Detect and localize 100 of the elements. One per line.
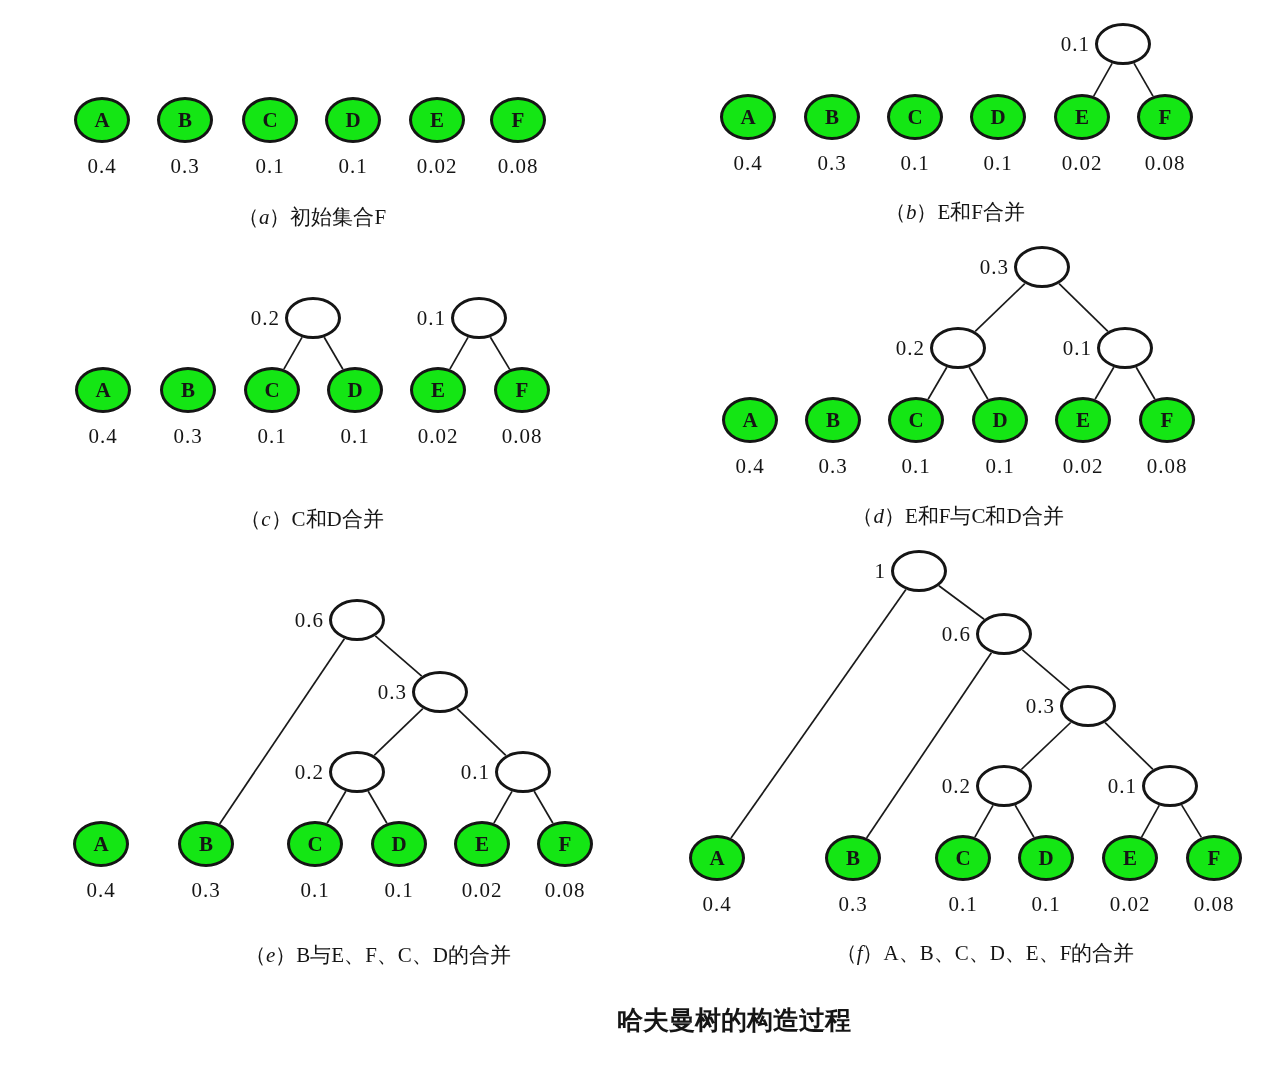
- leaf-node: A: [722, 397, 778, 443]
- empty-node: [1097, 327, 1153, 369]
- weight-label: 0.3: [173, 425, 203, 447]
- connector-line: [456, 707, 507, 757]
- leaf-node: B: [805, 397, 861, 443]
- weight-label: 0.1: [983, 152, 1013, 174]
- connector-line: [927, 366, 948, 401]
- weight-label: 0.3: [817, 152, 847, 174]
- weight-label: 0.4: [735, 455, 765, 477]
- weight-label: 0.08: [501, 425, 543, 447]
- empty-node: [891, 550, 947, 592]
- weight-label: 0.1: [338, 155, 368, 177]
- leaf-node: D: [327, 367, 383, 413]
- weight-label: 0.02: [417, 425, 459, 447]
- empty-node: [285, 297, 341, 339]
- weight-label: 0.3: [170, 155, 200, 177]
- leaf-node: D: [325, 97, 381, 143]
- weight-label: 0.1: [1031, 893, 1061, 915]
- weight-label: 0.2: [294, 761, 324, 783]
- weight-label: 0.3: [191, 879, 221, 901]
- leaf-node: D: [972, 397, 1028, 443]
- empty-node: [1095, 23, 1151, 65]
- leaf-node: C: [888, 397, 944, 443]
- connector-line: [449, 336, 469, 371]
- connector-line: [326, 790, 347, 825]
- connector-line: [489, 336, 511, 371]
- weight-label: 0.08: [1146, 455, 1188, 477]
- leaf-node: B: [804, 94, 860, 140]
- empty-node: [976, 765, 1032, 807]
- weight-label: 0.02: [1061, 152, 1103, 174]
- weight-label: 0.4: [87, 155, 117, 177]
- leaf-node: B: [160, 367, 216, 413]
- connector-line: [865, 651, 993, 839]
- connector-line: [730, 588, 907, 839]
- leaf-node: B: [825, 835, 881, 881]
- connector-line: [1180, 804, 1203, 839]
- weight-label: 0.3: [979, 256, 1009, 278]
- connector-line: [1092, 62, 1113, 97]
- leaf-node: A: [73, 821, 129, 867]
- connector-line: [323, 336, 344, 371]
- weight-label: 0.1: [901, 455, 931, 477]
- leaf-node: C: [935, 835, 991, 881]
- weight-label: 0.1: [384, 879, 414, 901]
- leaf-node: C: [287, 821, 343, 867]
- weight-label: 0.1: [300, 879, 330, 901]
- connector-line: [373, 707, 424, 757]
- weight-label: 0.4: [702, 893, 732, 915]
- weight-label: 0.3: [838, 893, 868, 915]
- connector-line: [1104, 721, 1154, 771]
- connector-line: [974, 282, 1026, 333]
- empty-node: [329, 751, 385, 793]
- leaf-node: F: [490, 97, 546, 143]
- empty-node: [930, 327, 986, 369]
- empty-node: [1142, 765, 1198, 807]
- connector-line: [1140, 804, 1161, 838]
- weight-label: 0.1: [1060, 33, 1090, 55]
- weight-label: 0.1: [1062, 337, 1092, 359]
- leaf-node: F: [1186, 835, 1242, 881]
- leaf-node: E: [409, 97, 465, 143]
- leaf-node: E: [1055, 397, 1111, 443]
- connector-line: [1020, 721, 1072, 771]
- weight-label: 0.2: [941, 775, 971, 797]
- subfigure-caption: （a）初始集合F: [237, 206, 387, 230]
- leaf-node: A: [720, 94, 776, 140]
- connector-line: [1014, 804, 1035, 839]
- subfigure-caption: （d）E和F与C和D合并: [852, 505, 1064, 529]
- empty-node: [412, 671, 468, 713]
- leaf-node: A: [74, 97, 130, 143]
- subfigure-caption: （e）B与E、F、C、D的合并: [245, 944, 511, 968]
- leaf-node: C: [242, 97, 298, 143]
- weight-label: 0.08: [1144, 152, 1186, 174]
- weight-label: 0.08: [544, 879, 586, 901]
- weight-label: 0.1: [1107, 775, 1137, 797]
- leaf-node: D: [1018, 835, 1074, 881]
- leaf-node: E: [410, 367, 466, 413]
- leaf-node: A: [75, 367, 131, 413]
- leaf-node: F: [537, 821, 593, 867]
- empty-node: [976, 613, 1032, 655]
- weight-label: 0.4: [88, 425, 118, 447]
- leaf-node: E: [1102, 835, 1158, 881]
- empty-node: [451, 297, 507, 339]
- weight-label: 0.4: [733, 152, 763, 174]
- leaf-node: C: [887, 94, 943, 140]
- connector-line: [367, 790, 388, 825]
- weight-label: 0.1: [460, 761, 490, 783]
- weight-label: 0.1: [257, 425, 287, 447]
- weight-label: 0.08: [1193, 893, 1235, 915]
- subfigure-caption: （f）A、B、C、D、E、F的合并: [835, 942, 1135, 966]
- connector-line: [974, 804, 994, 839]
- weight-label: 0.1: [416, 307, 446, 329]
- leaf-node: E: [1054, 94, 1110, 140]
- empty-node: [329, 599, 385, 641]
- connector-line: [1021, 648, 1071, 692]
- weight-label: 0.1: [900, 152, 930, 174]
- figure-caption: 哈夫曼树的构造过程: [617, 1006, 851, 1036]
- leaf-node: E: [454, 821, 510, 867]
- connector-line: [1135, 366, 1156, 401]
- weight-label: 0.3: [377, 681, 407, 703]
- empty-node: [1014, 246, 1070, 288]
- weight-label: 0.1: [948, 893, 978, 915]
